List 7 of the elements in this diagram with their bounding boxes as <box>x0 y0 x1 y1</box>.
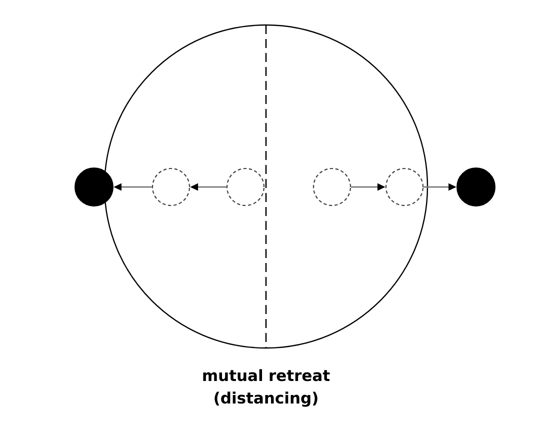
dashed-circle <box>312 168 352 206</box>
filled-circle <box>74 168 114 206</box>
dashed-circle <box>385 168 424 206</box>
caption: mutual retreat (distancing) <box>203 369 330 407</box>
dashed-circle <box>226 168 265 206</box>
filled-circle <box>456 168 496 206</box>
dashed-circle <box>152 168 190 206</box>
